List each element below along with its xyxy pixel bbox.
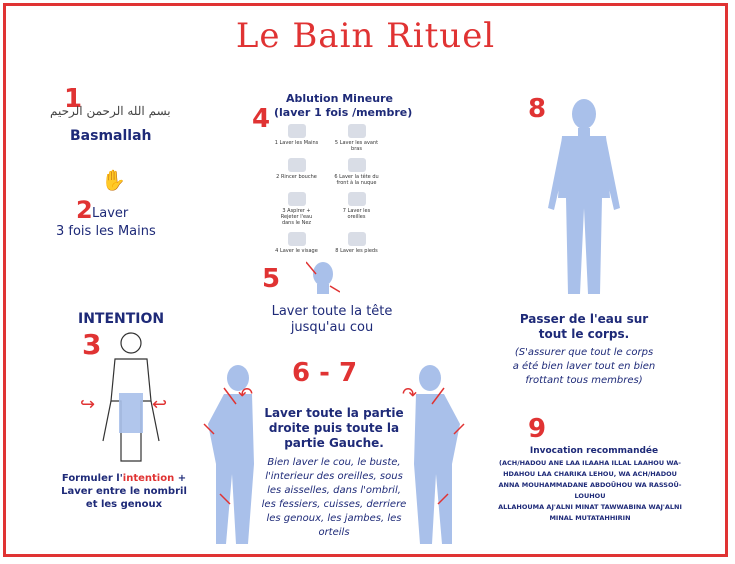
- step-6-7-heading-2: droite puis toute la: [268, 421, 400, 435]
- step-3-caption: Formuler l'intention + Laver entre le no…: [54, 472, 194, 511]
- invocation-line: HDAHOU LAA CHARIKA LEHOU, WA ACH/HADOU: [503, 470, 677, 478]
- step-3-caption-prefix: Formuler l': [61, 473, 123, 484]
- basmallah-arabic: بسم الله الرحمن الرحيم: [50, 104, 171, 118]
- step-8-body: (S'assurer que tout le corps a été bien …: [494, 346, 674, 388]
- step-2-label-1: Laver: [92, 206, 129, 221]
- step-8-body-line: frottant tous membres): [525, 375, 643, 386]
- head-illustration: [305, 260, 341, 296]
- step-8-heading-2: tout le corps.: [538, 327, 630, 341]
- step-8-heading: Passer de l'eau sur tout le corps.: [494, 312, 674, 342]
- step-3-number: 3: [82, 328, 102, 361]
- step-5-line-1: Laver toute la tête: [271, 304, 393, 319]
- step-5-line-2: jusqu'au cou: [290, 320, 374, 335]
- left-side-body-illustration: [202, 364, 262, 544]
- step-8-body-line: a été bien laver tout en bien: [512, 361, 656, 372]
- step-3-caption-line3: et les genoux: [85, 499, 163, 510]
- step-6-7-body-line: les fessiers, cuisses, derriere: [261, 499, 407, 510]
- step-6-7-heading-1: Laver toute la partie: [264, 406, 404, 420]
- step-1-label: Basmallah: [70, 128, 152, 144]
- step-6-7-body-line: Bien laver le cou, le buste,: [267, 457, 401, 468]
- ablution-item: 8 Laver les pieds: [334, 232, 379, 254]
- washing-hands-icon: ✋: [101, 168, 126, 192]
- step-9-invocation: (ACH/HADOU ANE LAA ILAAHA ILLAL LAAHOU W…: [480, 458, 700, 524]
- step-6-7-body-line: orteils: [318, 527, 350, 538]
- step-4-title-1: Ablution Mineure: [286, 92, 393, 105]
- step-4-title-2: (laver 1 fois /membre): [274, 106, 413, 119]
- poster-title: Le Bain Rituel: [235, 16, 496, 56]
- step-4-number: 4: [252, 104, 271, 134]
- step-3-caption-em: intention: [122, 473, 175, 484]
- step-6-7-heading-3: partie Gauche.: [284, 436, 384, 450]
- step-6-7-body-line: l'interieur des oreilles, sous: [265, 471, 403, 482]
- arrow-curve-right-icon: ↷: [402, 384, 418, 405]
- ablution-item: 6 Laver la tête du front à la nuque: [334, 158, 379, 186]
- step-6-7-body-line: les aisselles, dans l'ombril,: [267, 485, 401, 496]
- step-8-heading-1: Passer de l'eau sur: [519, 312, 649, 326]
- invocation-line: MINAL MUTATAHHIRIN: [549, 514, 631, 522]
- step-1-number: 1: [64, 84, 83, 114]
- full-body-illustration: [540, 98, 628, 294]
- torso-figure-illustration: [101, 331, 161, 466]
- right-side-body-illustration: [406, 364, 466, 544]
- step-6-7-heading: Laver toute la partie droite puis toute …: [254, 406, 414, 451]
- ablution-item: 3 Aspirer + Rejeter l'eau dans le Nez: [274, 192, 319, 226]
- invocation-line: ALLAHOUMA AJ'ALNI MINAT TAWWABINA WAJ'AL…: [498, 503, 682, 511]
- step-6-7-body: Bien laver le cou, le buste, l'interieur…: [254, 456, 414, 540]
- invocation-line: LOUHOU: [574, 492, 606, 500]
- step-3-caption-suffix: +: [174, 473, 187, 484]
- invocation-line: ANNA MOUHAMMADANE ABDOÛHOU WA RASSOÛ-: [498, 481, 682, 489]
- ablution-item: 5 Laver les avant bras: [334, 124, 379, 152]
- step-8-body-line: (S'assurer que tout le corps: [514, 347, 654, 358]
- ablution-item: 4 Laver le visage: [274, 232, 319, 254]
- step-9-heading: Invocation recommandée: [529, 446, 659, 456]
- ablution-item: 1 Laver les Mains: [274, 124, 319, 152]
- step-9-number: 9: [528, 414, 547, 444]
- step-2-number: 2: [76, 196, 93, 224]
- ablution-item: 7 Laver les oreilles: [334, 192, 379, 226]
- step-6-7-body-line: les genoux, les jambes, les: [266, 513, 402, 524]
- arrow-right-icon: ↩: [152, 394, 168, 415]
- step-5-number: 5: [262, 264, 281, 294]
- arrow-left-icon: ↪: [80, 394, 96, 415]
- arrow-curve-left-icon: ↶: [238, 384, 254, 405]
- ablution-steps-grid: 1 Laver les Mains 5 Laver les avant bras…: [274, 124, 394, 254]
- step-3-caption-line2: Laver entre le nombril: [61, 486, 187, 497]
- step-8-number: 8: [528, 94, 547, 124]
- step-2-label-2: 3 fois les Mains: [56, 224, 156, 239]
- step-3-heading: INTENTION: [78, 311, 165, 327]
- ablution-item: 2 Rincer bouche: [274, 158, 319, 186]
- step-6-7-number: 6 - 7: [292, 358, 358, 388]
- invocation-line: (ACH/HADOU ANE LAA ILAAHA ILLAL LAAHOU W…: [499, 459, 681, 467]
- poster-frame: Le Bain Rituel 1 بسم الله الرحمن الرحيم …: [3, 3, 728, 557]
